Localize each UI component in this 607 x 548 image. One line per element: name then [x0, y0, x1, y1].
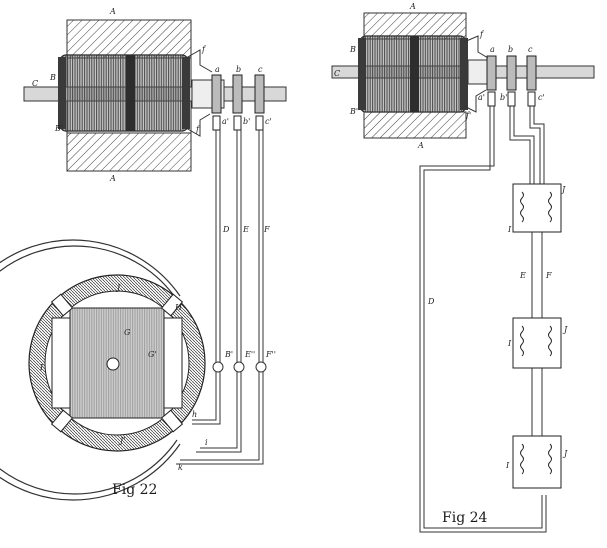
- label-A-top: A: [109, 7, 116, 16]
- label-i: i: [205, 438, 208, 447]
- label-E: E: [242, 225, 249, 234]
- label-b-prime: b': [243, 117, 250, 126]
- fig22-lead-f: [185, 49, 213, 73]
- label-b-prime: b': [500, 93, 507, 102]
- label-k: k: [178, 463, 183, 472]
- label-f-prime: f': [465, 111, 471, 120]
- label-B: B: [349, 45, 356, 54]
- fig24-caption: Fig 24: [442, 510, 488, 526]
- fig24-armature: [358, 35, 468, 113]
- label-coil3-right: J: [562, 449, 568, 458]
- fig24-coil-3: [512, 435, 562, 489]
- fig22-conductors: [176, 130, 267, 465]
- label-c: c: [258, 65, 263, 74]
- label-c-prime: c': [538, 93, 545, 102]
- label-A-bottom: A: [109, 174, 116, 183]
- label-B-prime: B': [54, 124, 63, 133]
- label-A-bottom: A: [417, 141, 424, 150]
- label-a: a: [215, 65, 220, 74]
- fig24-conductors: [419, 106, 547, 533]
- label-H: H: [174, 303, 183, 312]
- label-c: c: [528, 45, 533, 54]
- fig22-frame: [66, 19, 192, 172]
- fig24-lead-f-prime: [463, 89, 487, 113]
- label-G-prime: G': [148, 350, 157, 359]
- label-coil1-left: I: [507, 225, 512, 234]
- label-J: J: [115, 283, 121, 292]
- label-F: F: [263, 225, 270, 234]
- label-A-top: A: [409, 2, 416, 11]
- fig22-armature: [58, 54, 190, 132]
- fig24-frame: [363, 12, 467, 139]
- label-a-prime: a': [478, 93, 485, 102]
- fig24: A A B B' C f f' a b c a' b' c' D E F I J…: [331, 2, 595, 533]
- label-coil1-right: J: [560, 185, 566, 194]
- label-coil2-right: J: [562, 325, 568, 334]
- label-B: B: [49, 73, 56, 82]
- fig24-coil-1: [512, 183, 562, 233]
- label-b: b: [508, 45, 513, 54]
- fig22-slip-rings: [211, 74, 265, 131]
- fig24-slip-rings: [486, 55, 537, 107]
- fig24-labels: A A B B' C f f' a b c a' b' c' D E F I J…: [334, 2, 568, 470]
- label-G: G: [124, 328, 131, 337]
- label-B-ring: B': [224, 350, 233, 359]
- fig24-coil-2: [512, 317, 562, 369]
- label-h: h: [192, 410, 197, 419]
- label-b: b: [236, 65, 241, 74]
- label-J-prime: J': [118, 436, 125, 445]
- label-E-ring: E'': [244, 350, 255, 359]
- label-F-ring: F'': [265, 350, 276, 359]
- label-coil2-left: I: [507, 339, 512, 348]
- label-C: C: [334, 69, 340, 78]
- label-D: D: [222, 225, 230, 234]
- label-I: I: [39, 363, 44, 372]
- label-coil3-left: I: [505, 461, 510, 470]
- fig22: A A B B' C f f' a b c a' b' c' D E F J J…: [0, 7, 287, 501]
- label-D: D: [427, 297, 435, 306]
- fig22-caption: Fig 22: [112, 482, 158, 498]
- fig22-lead-f-prime: [185, 113, 211, 137]
- fig24-lead-f: [463, 35, 489, 59]
- label-f-prime: f': [195, 125, 201, 134]
- fig22-motor: [0, 239, 206, 501]
- label-f: f: [479, 30, 485, 39]
- label-c-prime: c': [265, 117, 272, 126]
- label-B-prime: B': [349, 107, 358, 116]
- label-a: a: [490, 45, 495, 54]
- label-f: f: [201, 45, 207, 54]
- fig22-labels: A A B B' C f f' a b c a' b' c' D E F J J…: [32, 7, 276, 472]
- label-a-prime: a': [222, 117, 229, 126]
- label-E: E: [519, 271, 526, 280]
- label-C: C: [32, 79, 38, 88]
- label-F: F: [545, 271, 552, 280]
